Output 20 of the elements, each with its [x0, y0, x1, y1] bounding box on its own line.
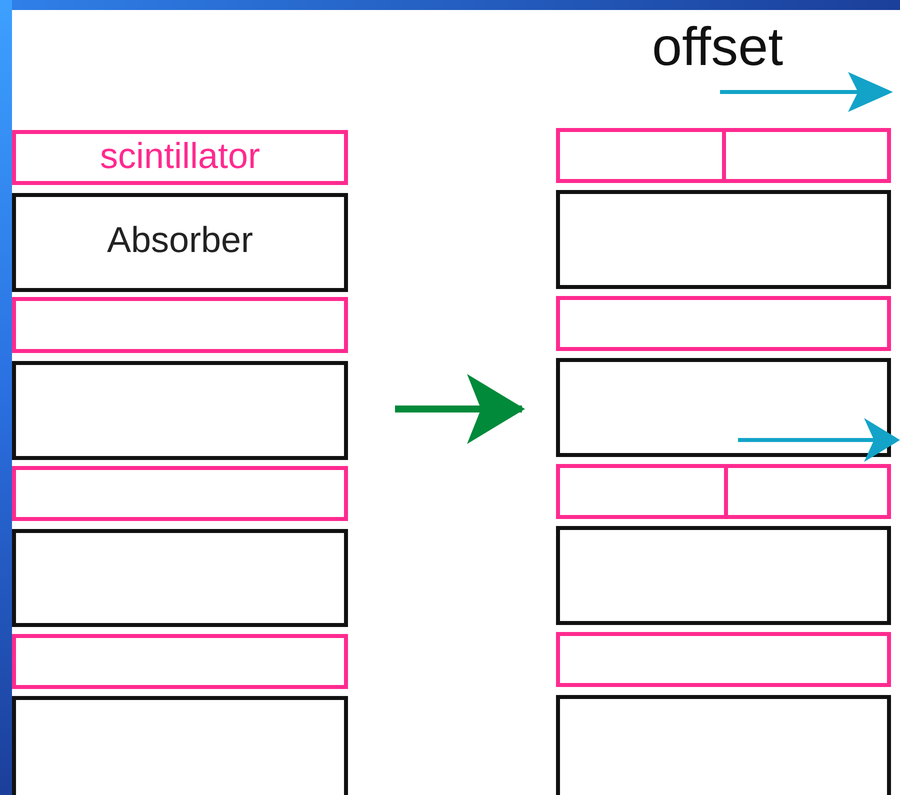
arrow [395, 374, 525, 444]
absorber-layer [12, 529, 348, 627]
absorber-layer [556, 695, 891, 795]
scintillator-layer [12, 466, 348, 521]
scintillator-layer [556, 464, 891, 519]
scintillator-layer [556, 632, 891, 687]
scintillator-layer [556, 296, 891, 351]
absorber-layer [556, 526, 891, 625]
layer-label: scintillator [100, 138, 260, 174]
offset-label: offset [652, 20, 784, 74]
absorber-layer [12, 361, 348, 460]
scintillator-layer [12, 297, 348, 353]
absorber-layer [12, 193, 348, 292]
scintillator-layer [12, 634, 348, 689]
scintillator-layer [12, 130, 348, 185]
layer-label: Absorber [106, 222, 254, 258]
absorber-layer [12, 696, 348, 795]
absorber-layer [556, 358, 891, 457]
absorber-layer [556, 190, 891, 289]
scintillator-layer [556, 128, 891, 183]
